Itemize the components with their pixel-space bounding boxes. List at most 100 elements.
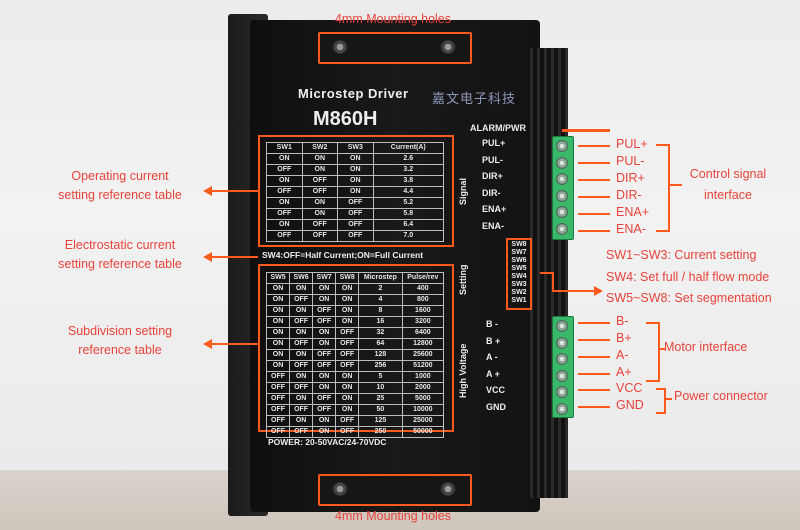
table-cell: OFF [335,360,360,372]
alarm-led-marker [562,129,610,132]
table-cell: ON [337,175,374,187]
annotation-line: setting reference table [58,257,182,271]
mounting-top-label: 4mm Mounting holes [334,12,452,26]
power-pin-label: VCC [616,381,643,395]
table-cell: OFF [335,327,360,339]
control-pin-label: DIR+ [616,171,645,185]
motor-pin-label: B- [616,314,629,328]
arrow-icon [203,252,212,262]
model-name: M860H [313,108,378,130]
power-pin-label: GND [616,398,644,412]
table-cell: ON [312,283,337,295]
column-header: SW8 [335,272,360,284]
terminal-screw [556,173,568,185]
table-cell: OFF [312,404,337,416]
table-cell: ON [265,305,291,317]
table-cell: 25000 [401,415,445,427]
table-cell: 128 [358,349,403,361]
table-cell: OFF [301,186,339,198]
table-cell: ON [266,197,303,209]
table-cell: 3200 [401,316,445,328]
device-title: Microstep Driver [298,86,409,101]
table-cell: 25 [358,393,403,405]
annotation-line: Operating current [71,169,169,183]
annotation-line: reference table [78,343,162,357]
connector-line [578,230,610,232]
signal-pin-label: DIR+ [482,171,503,181]
table-cell: ON [265,338,291,350]
sw-notes: SW1~SW3: Current setting SW4: Set full /… [606,245,772,310]
power-bracket [656,388,666,414]
table-cell: 400 [401,283,445,295]
connector-line [658,348,666,350]
table-cell: OFF [312,393,337,405]
table-cell: OFF [301,175,339,187]
setting-label: Setting [458,264,468,296]
dip-switch-label: SW7 [511,249,527,256]
table-cell: ON [312,294,337,306]
alarm-label: ALARM/PWR [470,123,526,133]
annotation-line: Electrostatic current [64,238,176,252]
table-cell: ON [289,283,314,295]
table-cell: ON [335,316,360,328]
table-cell: OFF [312,305,337,317]
table-cell: 800 [401,294,445,306]
table-cell: 2000 [401,382,445,394]
electrostatic-annotation: Electrostatic current setting reference … [40,236,200,274]
table-cell: ON [312,415,337,427]
table-cell: 50 [358,404,403,416]
table-cell: OFF [266,186,303,198]
motor-bracket [646,322,660,382]
connector-line [578,145,610,147]
table-cell: 10000 [401,404,445,416]
high-voltage-label: High Voltage [458,343,468,398]
motor-pin-label: B + [486,335,501,346]
connector-line [212,343,258,345]
table-cell: 7.0 [372,230,445,242]
table-cell: OFF [289,338,314,350]
table-cell: OFF [289,294,314,306]
table-cell: OFF [337,219,374,231]
table-cell: 25600 [401,349,445,361]
dip-switch-label: SW5 [511,265,527,272]
table-cell: OFF [312,360,337,372]
table-cell: ON [301,153,339,165]
mounting-hole [332,482,348,496]
table-cell: ON [265,294,291,306]
table-cell: ON [335,393,360,405]
signal-label: Signal [458,177,468,205]
connector-line [578,322,610,324]
table-cell: OFF [301,230,339,242]
terminal-screw [556,140,568,152]
motor-pin-label: VCC [486,385,506,395]
table-cell: ON [335,404,360,416]
table-cell: 1000 [401,371,445,383]
column-header: SW7 [312,272,337,284]
connector-line [212,190,258,192]
column-header: SW5 [265,272,291,284]
table-cell: ON [337,164,374,176]
table-cell: ON [312,382,337,394]
table-cell: OFF [266,164,303,176]
signal-pin-label: ENA+ [482,204,507,214]
table-cell: ON [265,327,291,339]
table-cell: ON [337,153,374,165]
motor-caption: Motor interface [664,340,748,354]
table-cell: ON [312,327,337,339]
control-pin-label: DIR- [616,188,642,202]
column-header: SW1 [266,142,303,154]
dip-switch-label: SW1 [511,297,527,304]
connector-line [578,356,610,358]
motor-pin-label: A - [486,352,498,362]
